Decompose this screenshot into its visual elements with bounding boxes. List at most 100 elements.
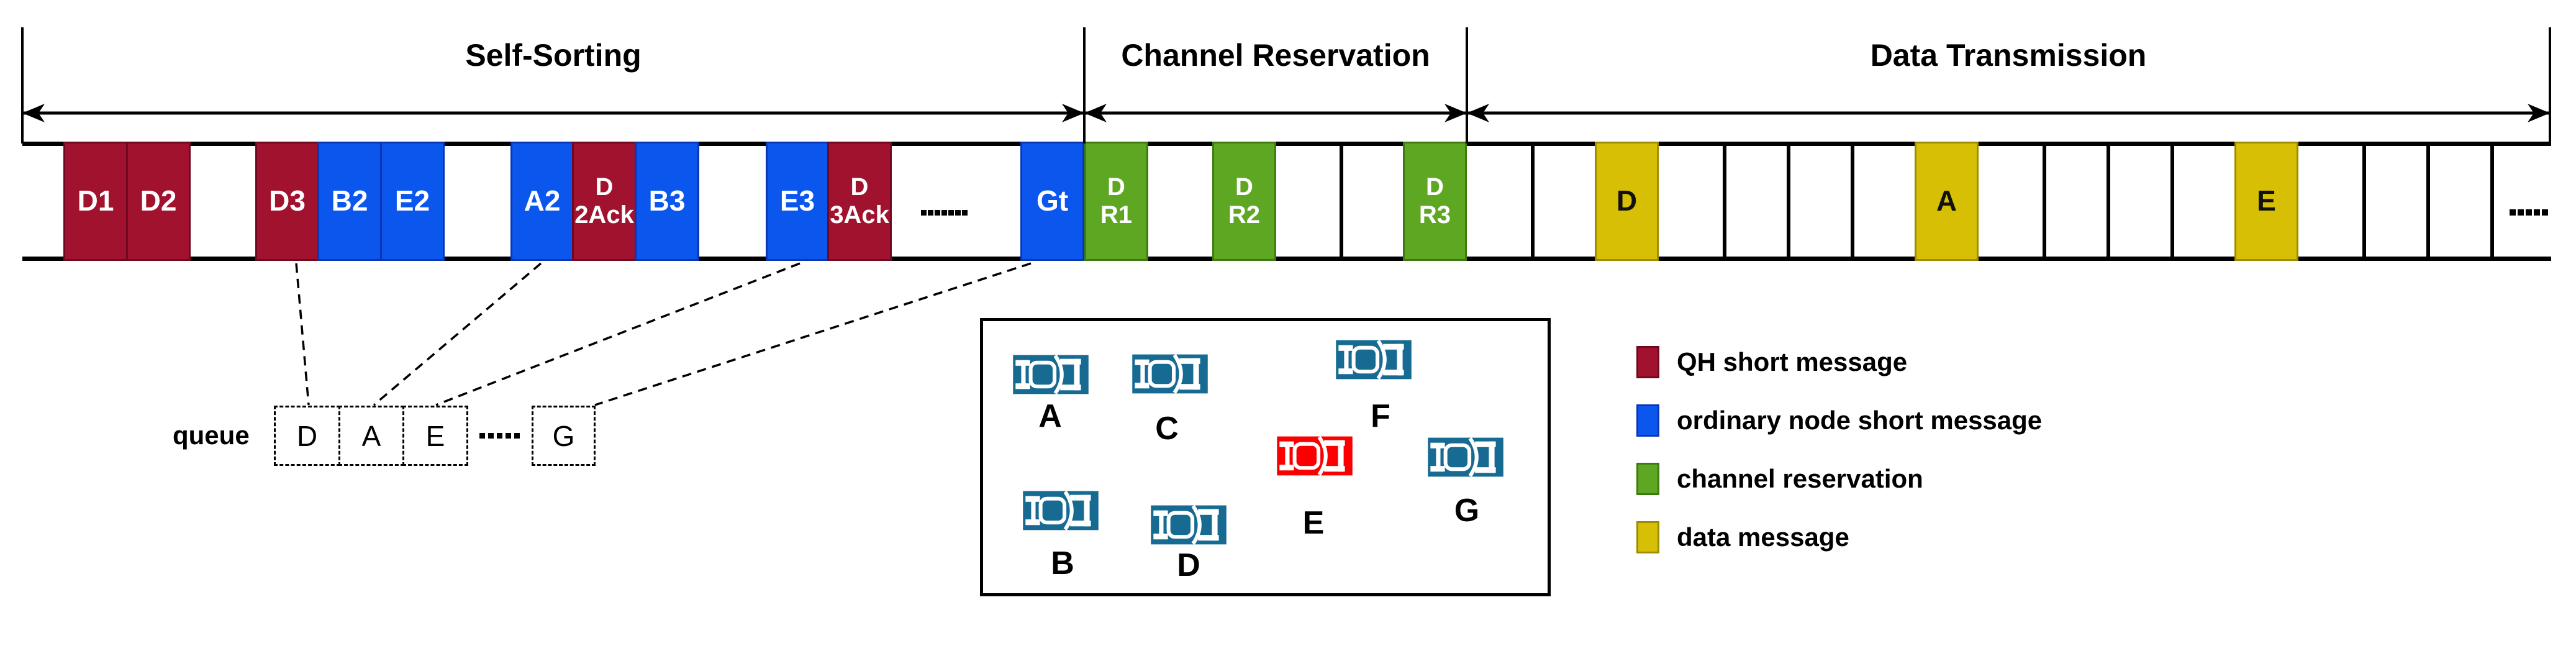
- legend-swatch-qh: [1636, 346, 1659, 378]
- car-label-C: C: [1155, 411, 1179, 447]
- car-icon-C: [1132, 349, 1208, 399]
- timeslot-text: B3: [648, 184, 686, 217]
- timeslot-E3: E3: [766, 142, 829, 261]
- ellipsis-dot: [927, 209, 933, 216]
- timeslot-A: A: [1915, 142, 1979, 261]
- cell-divider: [2170, 145, 2174, 257]
- timeslot-text: E: [2257, 184, 2276, 217]
- ellipsis-dots: [920, 209, 968, 216]
- legend-label-data: data message: [1677, 522, 1849, 552]
- ellipsis-dot: [2534, 209, 2540, 216]
- timeslot-text: D2: [140, 184, 177, 217]
- queue-ellipsis-dots: [479, 432, 520, 439]
- timeline-rail-top: [22, 142, 2551, 146]
- legend-swatch-reservation: [1636, 463, 1659, 495]
- timeslot-text: 2Ack: [574, 201, 634, 229]
- ellipsis-dot: [488, 432, 494, 439]
- timeslot-text: R1: [1100, 201, 1133, 229]
- phase-label-channel-reservation: Channel Reservation: [1121, 38, 1430, 73]
- arrowhead-icon: [1084, 104, 1107, 122]
- car-icon-G: [1428, 432, 1503, 483]
- timeslot-B2: B2: [317, 142, 382, 261]
- timeslot-Gt: Gt: [1020, 142, 1084, 261]
- ellipsis-dot: [496, 432, 502, 439]
- timeslot-text: D1: [77, 184, 114, 217]
- phase-label-data-transmission: Data Transmission: [1870, 38, 2147, 73]
- timeslot-D1: D1: [63, 142, 128, 261]
- cell-divider: [2426, 145, 2430, 257]
- timeslot-text: D: [850, 173, 869, 201]
- queue-slot-D: D: [274, 406, 340, 466]
- cell-divider: [2043, 145, 2046, 257]
- timeslot-D3: D3: [255, 142, 319, 261]
- cell-divider: [1340, 145, 1343, 257]
- timeline-rail-bottom: [22, 257, 2551, 261]
- ellipsis-dot: [2542, 209, 2548, 216]
- queue-slot-G: G: [532, 406, 596, 466]
- timeslot-text: B2: [331, 184, 368, 217]
- ellipsis-dot: [479, 432, 485, 439]
- ellipsis-dot: [920, 209, 927, 216]
- car-label-F: F: [1371, 398, 1390, 434]
- queue-label: queue: [173, 421, 250, 450]
- timeslot-text: Gt: [1036, 184, 1069, 217]
- legend-swatch-ordinary: [1636, 404, 1659, 437]
- legend-label-ordinary: ordinary node short message: [1677, 406, 2043, 435]
- timeslot-text: D: [1235, 173, 1253, 201]
- car-icon-E: [1277, 431, 1353, 481]
- timeslot-A2: A2: [510, 142, 574, 261]
- timeslot-D: D: [1595, 142, 1659, 261]
- cell-divider: [1851, 145, 1854, 257]
- car-label-B: B: [1051, 545, 1074, 581]
- queue-connector-line: [373, 262, 542, 406]
- ellipsis-dot: [514, 432, 520, 439]
- ellipsis-dots: [2510, 209, 2548, 216]
- queue-slot-A: A: [338, 406, 404, 466]
- cell-divider: [2490, 145, 2494, 257]
- timeslot-E: E: [2234, 142, 2298, 261]
- ellipsis-dot: [934, 209, 940, 216]
- timeslot-B3: B3: [635, 142, 699, 261]
- arrowhead-icon: [1467, 104, 1489, 122]
- legend-swatch-data: [1636, 521, 1659, 553]
- legend-label-qh: QH short message: [1677, 347, 1908, 376]
- car-label-E: E: [1302, 505, 1325, 541]
- ellipsis-dot: [2510, 209, 2516, 216]
- ellipsis-dot: [955, 209, 961, 216]
- ellipsis-dot: [505, 432, 511, 439]
- ellipsis-dot: [961, 209, 968, 216]
- cell-divider: [1723, 145, 1726, 257]
- timeslot-text: D: [1107, 173, 1125, 201]
- timeslot-text: D3: [269, 184, 306, 217]
- queue-connector-line: [295, 263, 310, 406]
- car-label-G: G: [1454, 493, 1480, 529]
- car-icon-F: [1336, 335, 1412, 385]
- ellipsis-dot: [948, 209, 954, 216]
- timeslot-text: R2: [1228, 201, 1261, 229]
- arrowhead-icon: [22, 104, 45, 122]
- car-icon-A: [1013, 350, 1089, 400]
- ellipsis-dot: [2526, 209, 2532, 216]
- timeslot-text: A: [1936, 184, 1957, 217]
- cell-divider: [2107, 145, 2110, 257]
- ellipsis-dot: [2518, 209, 2524, 216]
- timeslot-E2: E2: [380, 142, 445, 261]
- timeslot-D2: D2: [126, 142, 191, 261]
- phase-label-self-sorting: Self-Sorting: [465, 38, 642, 73]
- car-icon-B: [1023, 486, 1099, 536]
- timeslot-text: E3: [779, 184, 815, 217]
- arrowhead-icon: [1444, 104, 1467, 122]
- timeslot-text: D: [595, 173, 614, 201]
- timeslot-text: 3Ack: [830, 201, 889, 229]
- timeslot-text: R3: [1418, 201, 1451, 229]
- car-icon-D: [1151, 500, 1227, 550]
- cell-divider: [1531, 145, 1535, 257]
- timeslot-text: D: [1616, 184, 1638, 217]
- queue-slot-E: E: [402, 406, 468, 466]
